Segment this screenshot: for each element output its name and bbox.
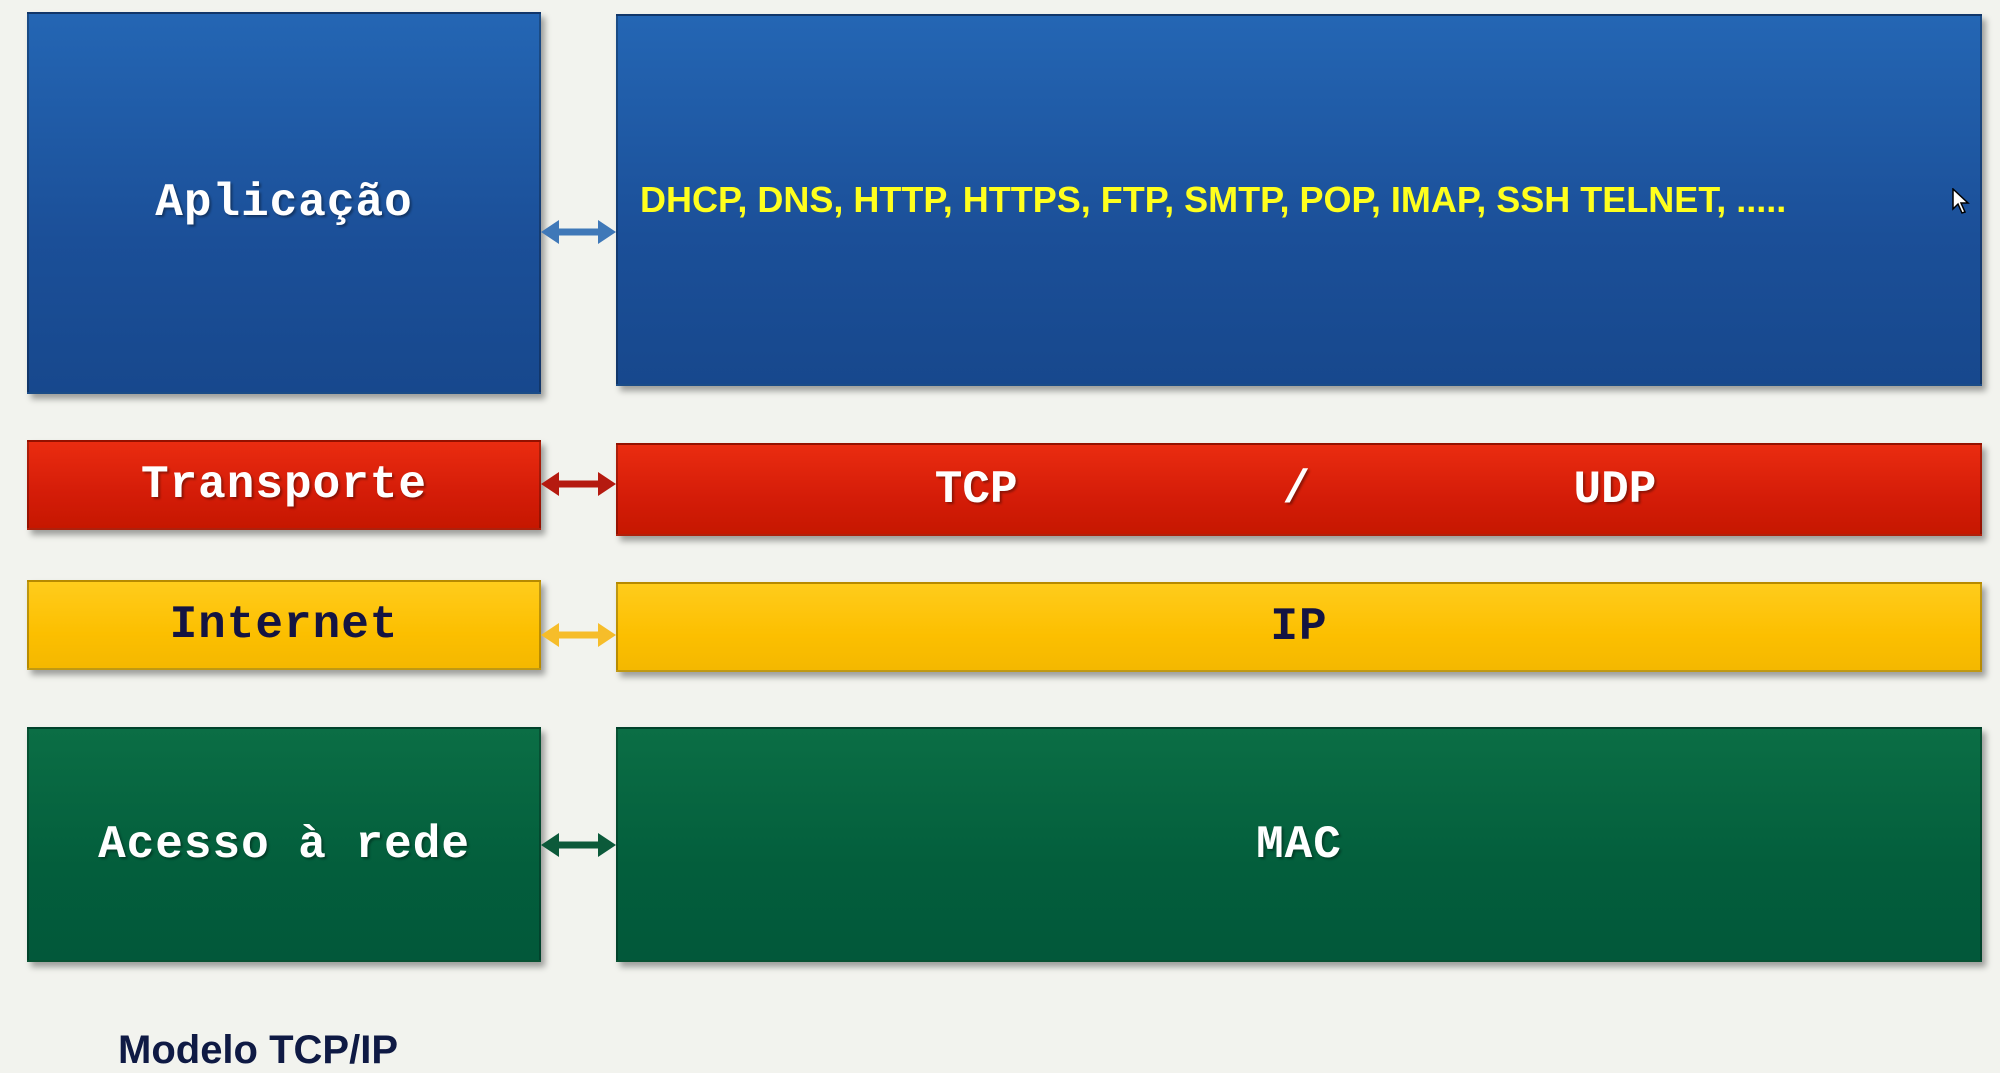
mouse-cursor-icon — [1952, 188, 1970, 214]
double-arrow-icon — [541, 220, 616, 244]
layer-transport-box: Transporte — [27, 440, 541, 530]
diagram-caption: Modelo TCP/IP — [118, 1028, 398, 1072]
layer-transport-label: Transporte — [140, 459, 428, 511]
layer-network-access-label: Acesso à rede — [98, 818, 470, 871]
mac-label: MAC — [1256, 818, 1342, 871]
layer-application-label: Aplicação — [155, 177, 413, 229]
application-protocols-text: DHCP, DNS, HTTP, HTTPS, FTP, SMTP, POP, … — [640, 179, 1787, 220]
application-protocols-box: DHCP, DNS, HTTP, HTTPS, FTP, SMTP, POP, … — [616, 14, 1982, 386]
double-arrow-icon — [541, 623, 616, 647]
ip-label: IP — [1270, 601, 1328, 653]
internet-protocols-box: IP — [616, 582, 1982, 672]
double-arrow-icon — [541, 833, 616, 857]
transport-protocols-box: TCP / UDP — [616, 443, 1982, 536]
layer-application-box: Aplicação — [27, 12, 541, 394]
layer-internet-box: Internet — [27, 580, 541, 670]
protocol-separator: / — [1282, 463, 1311, 516]
layer-network-access-box: Acesso à rede — [27, 727, 541, 962]
network-access-protocols-box: MAC — [616, 727, 1982, 962]
layer-internet-label: Internet — [169, 599, 399, 651]
udp-label: UDP — [1573, 463, 1657, 516]
double-arrow-icon — [541, 472, 616, 496]
tcp-label: TCP — [934, 463, 1018, 516]
